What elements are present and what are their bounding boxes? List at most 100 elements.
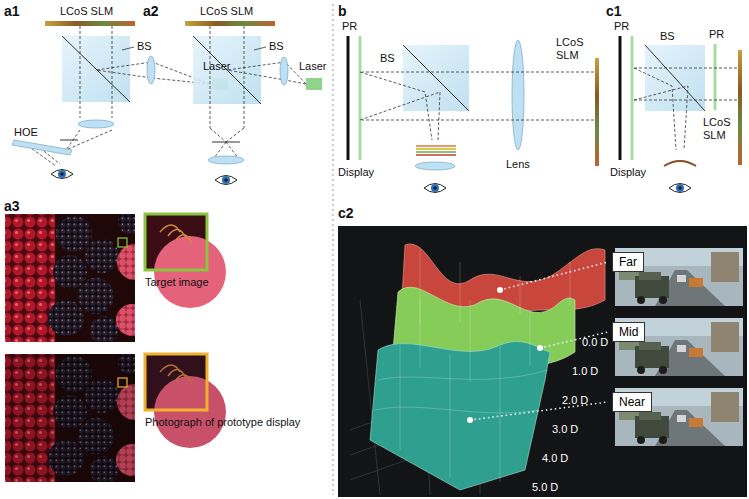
- focal-surface-plot-part: [537, 345, 543, 351]
- panel-a1-optics-part: [60, 140, 78, 141]
- part-name: LCoS SLM: [556, 36, 590, 62]
- berry-photographs-part: [154, 376, 226, 448]
- panel-a2-optics-part: [306, 78, 322, 90]
- focal-surface-plot: [338, 226, 747, 497]
- focal-surface-plot-part: [338, 226, 747, 497]
- focal-surface-plot-part: [375, 250, 570, 482]
- focal-surface-plot-part-part: [420, 300, 421, 368]
- panel-a2-optics-part-part: [227, 62, 306, 84]
- berry-photographs: [5, 210, 226, 484]
- panel-a2-optics-part: [254, 47, 266, 50]
- panel-b-optics-part: [359, 36, 362, 160]
- panel-b-optics-part: [595, 58, 599, 166]
- panel-letter: a3: [4, 198, 20, 214]
- panel-a2-optics-part-part: [227, 70, 306, 84]
- part-name: Laser: [203, 60, 231, 73]
- part-name: HOE: [14, 126, 38, 139]
- part-name: BS: [137, 40, 152, 53]
- panel-a1-optics-part: [78, 120, 114, 128]
- panel-a2-optics-part: [212, 142, 240, 143]
- panel-a2-optics: [185, 21, 322, 185]
- panel-a2-optics-part-part: [226, 142, 238, 158]
- diopter-label: 1.0 D: [572, 365, 598, 378]
- focal-surface-plot-part-part: [450, 355, 451, 478]
- diopter-label: 5.0 D: [532, 481, 558, 494]
- part-name: LCoS SLM: [60, 5, 113, 18]
- focal-surface-plot-part-part: [460, 262, 461, 322]
- part-name: Laser: [299, 60, 327, 73]
- focal-surface-plot-part: [615, 318, 743, 376]
- focal-surface-plot-part-part: [570, 262, 571, 305]
- berry-photographs-part: [118, 238, 127, 247]
- panel-b-optics-part: [424, 184, 446, 193]
- focal-surface-plot-part: [615, 388, 743, 446]
- panel-a1-optics-part: [62, 36, 130, 102]
- panel-b-optics-part: [416, 151, 456, 153]
- focal-surface-plot-part-part: [530, 310, 531, 366]
- panel-letter: c1: [606, 3, 622, 19]
- part-name: BS: [660, 30, 675, 43]
- panel-c1-optics-part: [619, 36, 622, 160]
- panel-c1-optics-part: [634, 68, 737, 150]
- depth-label-box: Far: [612, 252, 644, 272]
- panel-divider: [333, 4, 334, 495]
- panel-a2-optics-part-part: [244, 26, 245, 128]
- focal-surface-plot-part: [470, 262, 608, 420]
- part-name: PR: [614, 20, 629, 33]
- diopter-label: 3.0 D: [552, 423, 578, 436]
- panel-a2-optics-part: [185, 21, 275, 26]
- diopter-label: 4.0 D: [542, 452, 568, 465]
- panel-a1-optics-part: [51, 170, 73, 179]
- panel-c1-optics-part-part: [634, 86, 688, 150]
- panel-a2-optics-part: [208, 156, 244, 164]
- panel-b-optics-part: [416, 148, 456, 150]
- berry-photographs-part: [154, 236, 226, 308]
- panel-b-optics-part: [360, 72, 594, 140]
- panel-a2-optics-part: [280, 57, 288, 85]
- berry-photographs-part: [145, 354, 207, 410]
- depth-label-box: Mid: [612, 322, 645, 342]
- focal-surface-plot-part-part: [500, 346, 501, 482]
- panel-a2-optics-part: [210, 26, 306, 158]
- panel-c1-optics-part: [631, 36, 634, 160]
- focal-surface-plot-part-part: [520, 276, 521, 314]
- panel-letter: c2: [338, 205, 354, 221]
- panel-b-optics-part-part: [360, 92, 440, 140]
- panel-a1-optics-part: [28, 26, 210, 166]
- panel-letter: a2: [143, 3, 159, 19]
- depth-label-box: Near: [612, 392, 652, 412]
- panel-a2-optics-part: [215, 176, 237, 185]
- panel-a2-optics-part-part: [214, 142, 226, 158]
- focal-surface-plot-part: [467, 417, 473, 423]
- panel-c1-optics-part: [664, 161, 696, 166]
- panel-c1-optics-part-part: [634, 68, 737, 69]
- panel-a1-optics-part: [147, 56, 155, 84]
- panel-c1-optics-part: [669, 184, 691, 193]
- panel-a1-optics-part: [62, 36, 130, 102]
- panel-b-optics-part-part: [362, 120, 594, 121]
- panel-b-optics-part-part: [362, 72, 594, 73]
- panel-a2-optics-part: [193, 36, 261, 104]
- panel-a1-optics-part: [12, 140, 72, 155]
- part-name: PR: [709, 28, 724, 41]
- panel-b-optics-part: [512, 40, 524, 150]
- panel-b-optics-part-part: [360, 72, 432, 140]
- depth-label: Near: [619, 395, 645, 409]
- diopter-label: 2.0 D: [562, 394, 588, 407]
- berry-photographs-part: [118, 378, 127, 387]
- part-name: Lens: [506, 158, 530, 171]
- focal-surface-plot-part: [370, 342, 550, 490]
- depth-label: Mid: [619, 325, 638, 339]
- focal-surface-plot-part: [615, 248, 743, 306]
- panel-a1-optics-part-part: [112, 26, 113, 118]
- panel-a2-optics-part-part: [210, 128, 226, 142]
- image-caption: Photograph of prototype display: [145, 416, 300, 429]
- panel-letter: b: [338, 3, 347, 19]
- panel-c1-optics-part-part: [634, 68, 676, 150]
- panel-a1-optics-part-part: [80, 26, 81, 118]
- berry-photographs-part: [5, 350, 153, 484]
- panel-b-optics-part: [347, 36, 350, 160]
- panel-c1-optics-part-part: [634, 100, 737, 101]
